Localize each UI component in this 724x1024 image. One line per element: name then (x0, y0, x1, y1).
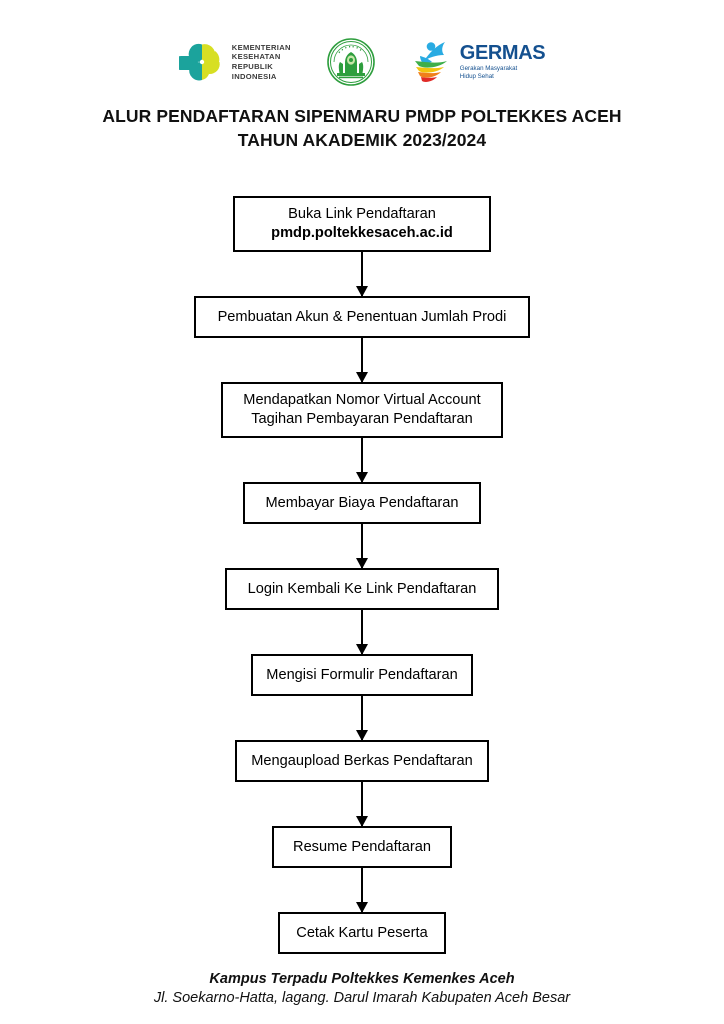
flow-node-5: Login Kembali Ke Link Pendaftaran (225, 568, 499, 610)
kemenkes-logo-text: KEMENTERIAN KESEHATAN REPUBLIK INDONESIA (231, 42, 291, 81)
arrow-stem (360, 524, 364, 568)
flowchart: Buka Link Pendaftaran pmdp.poltekkesaceh.… (0, 196, 724, 954)
page-title: ALUR PENDAFTARAN SIPENMARU PMDP POLTEKKE… (0, 104, 724, 152)
flow-arrow-7-to-8 (355, 782, 369, 827)
flow-node-8: Resume Pendaftaran (272, 826, 452, 868)
germas-figure-icon (411, 39, 455, 85)
flow-node-8-line-1: Resume Pendaftaran (293, 838, 431, 855)
arrow-stem (360, 782, 364, 826)
arrow-head-icon (356, 472, 368, 483)
logo-row: KEMENTERIAN KESEHATAN REPUBLIK INDONESIA (0, 34, 724, 90)
flow-node-3-line-1: Mendapatkan Nomor Virtual Account (243, 392, 481, 408)
arrow-stem (360, 438, 364, 482)
arrow-head-icon (356, 816, 368, 827)
flow-node-6-line-1: Mengisi Formulir Pendaftaran (266, 666, 458, 683)
germas-logo: GERMAS Gerakan Masyarakat Hidup Sehat (411, 39, 546, 85)
arrow-head-icon (356, 286, 368, 297)
flow-arrow-6-to-7 (355, 696, 369, 741)
flow-node-2: Pembuatan Akun & Penentuan Jumlah Prodi (194, 296, 530, 338)
flow-node-1-line-1: Buka Link Pendaftaran (288, 206, 436, 222)
flow-arrow-8-to-9 (355, 868, 369, 913)
arrow-stem (360, 252, 364, 296)
footer-campus-name: Kampus Terpadu Poltekkes Kemenkes Aceh (209, 971, 515, 987)
flow-arrow-5-to-6 (355, 610, 369, 655)
flow-node-5-line-1: Login Kembali Ke Link Pendaftaran (247, 580, 477, 597)
germas-wordmark: GERMAS (459, 42, 546, 64)
arrow-head-icon (356, 558, 368, 569)
flow-node-1: Buka Link Pendaftaran pmdp.poltekkesaceh.… (233, 196, 491, 252)
flow-arrow-4-to-5 (355, 524, 369, 569)
arrow-head-icon (356, 902, 368, 913)
flow-arrow-2-to-3 (355, 338, 369, 383)
flow-arrow-1-to-2 (355, 252, 369, 297)
arrow-stem (360, 868, 364, 912)
flow-node-4: Membayar Biaya Pendaftaran (243, 482, 481, 524)
flow-node-1-line-2: pmdp.poltekkesaceh.ac.id (271, 225, 453, 241)
flow-node-6: Mengisi Formulir Pendaftaran (251, 654, 473, 696)
flow-node-3-line-2: Tagihan Pembayaran Pendaftaran (251, 411, 473, 427)
flow-arrow-3-to-4 (355, 438, 369, 483)
germas-tagline: Gerakan Masyarakat Hidup Sehat (459, 65, 518, 80)
arrow-stem (360, 610, 364, 654)
page-title-line-1: ALUR PENDAFTARAN SIPENMARU PMDP POLTEKKE… (102, 106, 622, 126)
germas-text: GERMAS Gerakan Masyarakat Hidup Sehat (459, 42, 546, 81)
page-title-line-2: TAHUN AKADEMIK 2023/2024 (237, 130, 487, 150)
arrow-stem (360, 696, 364, 740)
flow-node-7-line-1: Mengaupload Berkas Pendaftaran (251, 752, 473, 769)
arrow-stem (360, 338, 364, 382)
arrow-head-icon (356, 730, 368, 741)
footer-address: Jl. Soekarno-Hatta, lagang. Darul Imarah… (153, 990, 571, 1006)
kemenkes-logo: KEMENTERIAN KESEHATAN REPUBLIK INDONESIA (173, 39, 291, 85)
flow-node-9: Cetak Kartu Peserta (278, 912, 446, 954)
flow-node-9-line-1: Cetak Kartu Peserta (296, 924, 428, 941)
kemenkes-pinwheel-icon (173, 39, 225, 85)
arrow-head-icon (356, 372, 368, 383)
poltekkes-aceh-seal-icon (326, 38, 375, 86)
flow-node-7: Mengaupload Berkas Pendaftaran (235, 740, 489, 782)
flow-node-4-line-1: Membayar Biaya Pendaftaran (265, 494, 459, 511)
arrow-head-icon (356, 644, 368, 655)
footer: Kampus Terpadu Poltekkes Kemenkes Aceh J… (0, 970, 724, 1008)
flow-node-2-line-1: Pembuatan Akun & Penentuan Jumlah Prodi (217, 308, 507, 325)
